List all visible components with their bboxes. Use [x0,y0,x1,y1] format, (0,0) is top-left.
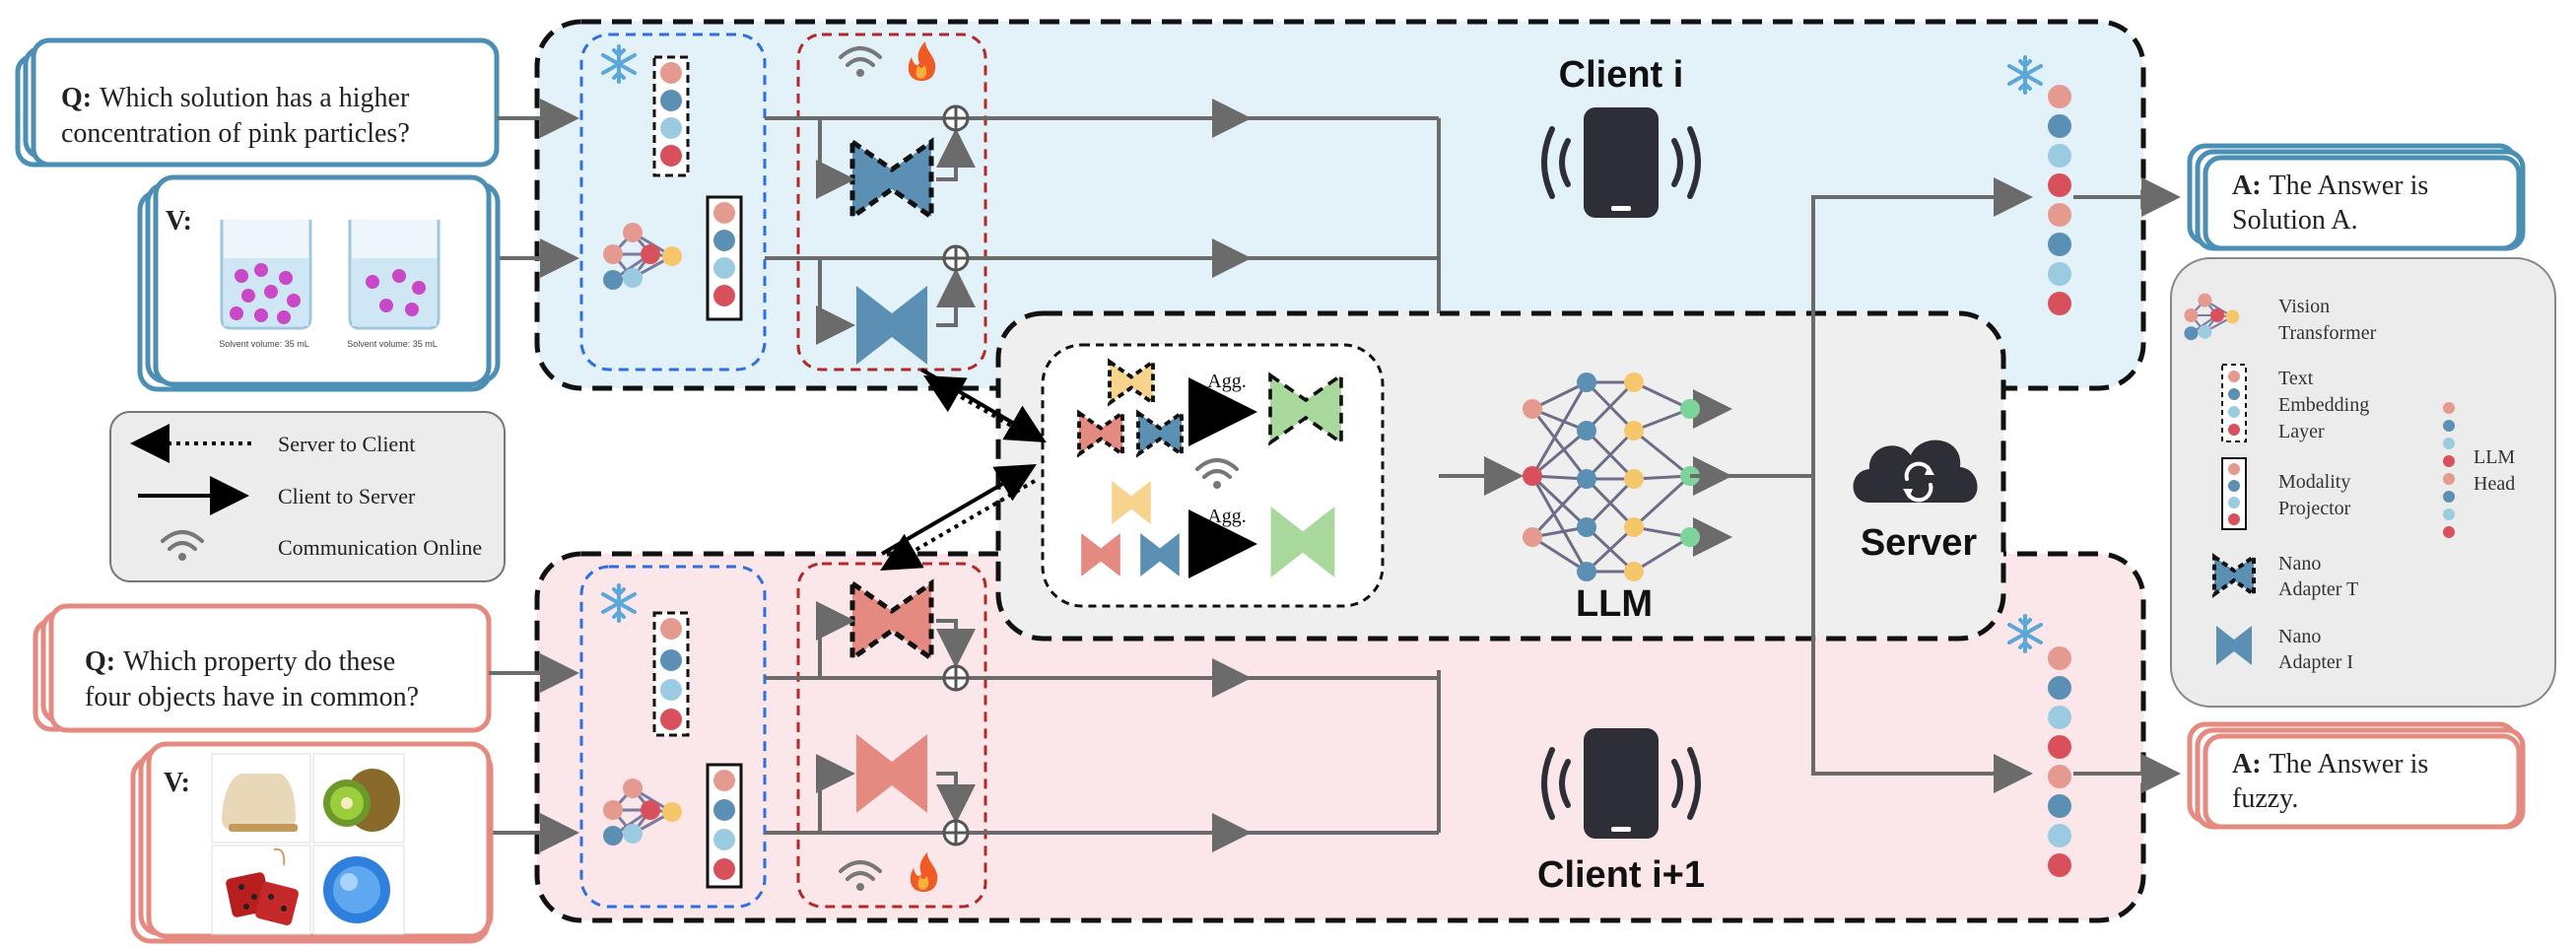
answer-line-2: Solution A. [2232,205,2358,236]
v-prefix: V: [166,206,192,237]
modality-projector-bottom [706,763,743,889]
client-top-panel: Client i [534,19,2146,670]
beaker-caption-2: Solvent volume: 35 mL [347,339,438,349]
svg-text:A:The Answer is: A: The Answer is [2232,170,2428,201]
legend-text-1: Text [2278,368,2314,389]
legend-modality-2: Projector [2278,498,2351,519]
adapter-t-green [1268,372,1343,446]
beaker-icon [348,220,441,330]
answer-card-top: A: The Answer is Solution A. [2187,143,2526,251]
phone-icon [1541,107,1701,218]
legend-adapter-i-2: Adapter I [2278,651,2353,673]
legend-client-to-server: Client to Server [278,484,416,508]
legend-text-3: Layer [2278,421,2325,442]
answer-line-1: The Answer is [2270,170,2429,201]
agg-label-2: Agg. [1207,506,1246,527]
adapter-t-salmon [1077,409,1124,458]
answer-line-2: fuzzy. [2232,783,2298,814]
client-bottom-panel: Client i+1 [534,551,2146,923]
nano-adapter-i-top [856,286,927,365]
frozen-encoder-box-bottom [579,565,767,909]
nano-adapter-t-bottom [849,578,934,663]
llm-label: LLM [1576,583,1653,625]
v-prefix: V: [164,768,190,798]
text-embedding-layer-bottom [652,611,690,737]
adapter-i-green [1270,506,1335,578]
legend-modality-1: Modality [2278,471,2350,493]
question-card-top: Q: Which solution has a higher concentrat… [15,37,500,168]
legend-communication-online: Communication Online [278,535,482,560]
component-legend: Vision Transformer Text Embedding Layer … [2170,257,2556,708]
nano-adapter-i-icon [2216,626,2252,665]
legend-llm-head-2: Head [2474,473,2515,495]
communication-legend: Server to Client Client to Server Commun… [109,411,506,582]
a-prefix: A: [2232,749,2262,779]
llm-head-bottom [2007,614,2071,877]
question-line-2: concentration of pink particles? [61,118,410,149]
adapter-t-yellow [1108,358,1155,407]
legend-adapter-t-1: Nano [2278,553,2321,575]
question-line-1: Which property do these [123,646,395,677]
legend-adapter-t-2: Adapter T [2278,578,2358,600]
adapter-i-blue [1140,532,1180,577]
legend-server-to-client: Server to Client [278,432,415,456]
question-line-1: Which solution has a higher [100,83,410,113]
q-prefix: Q: [61,83,92,113]
a-prefix: A: [2232,170,2262,201]
svg-text:Q:Which solution has a higher: Q: Which solution has a higher [61,83,410,113]
llm-head-top [2007,55,2071,315]
question-card-bottom: Q: Which property do these four objects h… [33,603,492,733]
legend-text-2: Embedding [2278,394,2369,416]
text-embedding-icon [2221,364,2247,442]
legend-adapter-i-1: Nano [2278,626,2321,647]
client-bottom-title: Client i+1 [1537,854,1705,896]
nano-adapter-i-bottom [856,734,927,813]
q-prefix: Q: [85,646,115,677]
question-line-2: four objects have in common? [85,682,419,712]
client-top-title: Client i [1559,54,1684,96]
beaker-caption-1: Solvent volume: 35 mL [219,339,309,349]
legend-vision-1: Vision [2278,296,2330,317]
visual-card-top: V: Solvent volume: 35 mL Solvent volume:… [137,174,501,392]
slipper-image [222,774,298,832]
answer-card-bottom: A: The Answer is fuzzy. [2187,721,2526,830]
server-title: Server [1861,522,1978,564]
answer-line-1: The Answer is [2270,749,2429,779]
modality-projector-icon [2221,457,2247,530]
legend-vision-2: Transformer [2278,322,2377,344]
svg-text:Q:Which property do these: Q: Which property do these [85,646,395,677]
phone-icon [1541,728,1701,839]
nano-adapter-t-top [849,137,934,222]
modality-projector-top [706,195,743,321]
cloud-sync-icon [1853,440,1978,503]
fuzzy-ball-image [323,856,390,923]
beaker-icon [220,220,312,330]
svg-text:A:The Answer is: A: The Answer is [2232,749,2428,779]
communication-arrows [880,368,1047,572]
nano-adapter-t-icon [2212,553,2256,598]
agg-label-1: Agg. [1207,371,1246,392]
frozen-encoder-box-top [579,33,767,372]
adapter-i-yellow [1112,480,1151,525]
kiwi-image [323,769,400,832]
text-embedding-layer-top [652,55,690,177]
svg-text:Transformer: Transformer [2278,322,2377,344]
visual-card-bottom: V: [130,741,494,944]
adapter-i-salmon [1081,532,1120,577]
trainable-adapter-box-top [796,33,987,372]
svg-text:Vision: Vision [2278,296,2330,317]
legend-llm-head-1: LLM [2474,446,2515,468]
adapter-t-blue [1136,409,1184,458]
llm-head-icon [2443,402,2455,538]
dice-image [226,847,299,925]
